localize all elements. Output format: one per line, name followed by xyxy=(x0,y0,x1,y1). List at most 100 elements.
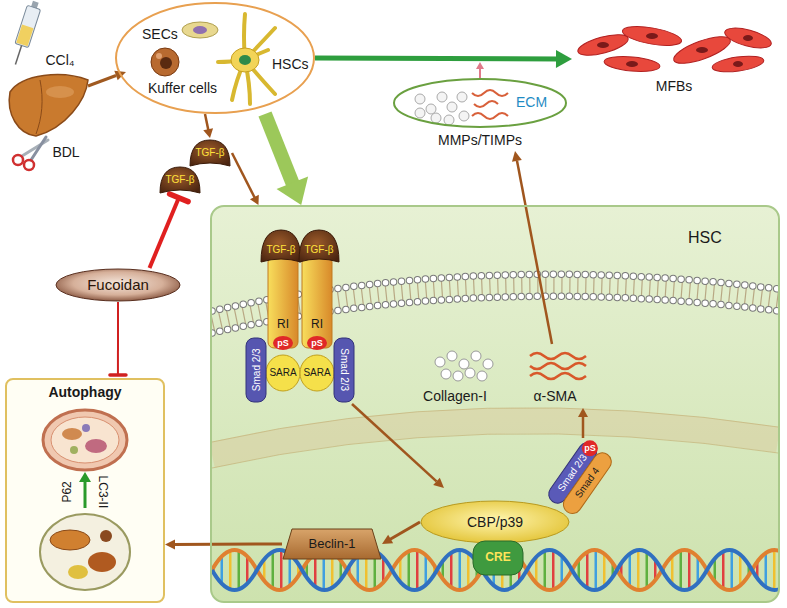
text-slot: SARA xyxy=(269,367,296,379)
circle-part xyxy=(471,351,481,361)
text-slot: MMPs/TIMPs xyxy=(438,132,522,148)
connector-line xyxy=(173,543,282,546)
connector-line xyxy=(315,56,559,62)
connector xyxy=(150,194,189,268)
path-part xyxy=(474,101,498,107)
circle-part xyxy=(457,92,467,102)
line-part xyxy=(15,45,21,64)
figure-label: RI xyxy=(277,318,289,332)
autophagy-box: Autophagy xyxy=(5,378,165,603)
figure-label: CCl₄ xyxy=(45,52,74,68)
circle-part xyxy=(477,371,487,381)
text-slot: Smad 2/3 xyxy=(338,349,350,392)
polygon-part xyxy=(578,408,588,417)
circle-part xyxy=(447,102,457,112)
circle-part xyxy=(582,440,598,456)
path-part xyxy=(299,230,339,262)
text-slot: TGF-β xyxy=(266,244,295,256)
figure-label: Smad 2/3 xyxy=(250,349,262,392)
rect-part xyxy=(246,338,266,402)
circle-part xyxy=(100,530,112,542)
ellipse-part xyxy=(239,55,251,65)
figure-label: α-SMA xyxy=(533,388,576,404)
circle-part xyxy=(437,92,447,102)
ecm-fibers xyxy=(472,90,508,119)
ellipse-part xyxy=(266,355,300,391)
ellipse-part xyxy=(273,336,293,350)
polygon-part xyxy=(433,478,444,488)
ellipse-part xyxy=(231,48,259,72)
figure-label: TGF-β xyxy=(304,244,333,256)
text-slot: CRE xyxy=(485,551,510,565)
node-label: SECs xyxy=(142,26,178,42)
ellipse-part xyxy=(62,428,82,440)
node-label: CRE xyxy=(485,551,510,565)
node-label: Kuffer cells xyxy=(148,80,217,96)
figure-label: Collagen-I xyxy=(423,388,487,404)
line-part xyxy=(517,161,552,344)
line-part xyxy=(479,68,481,79)
myofibroblast-nuclei xyxy=(597,33,753,67)
figure-label: pS xyxy=(277,338,289,348)
ellipse-part xyxy=(696,47,708,53)
ellipse-part xyxy=(733,61,743,67)
polygon-part xyxy=(512,151,522,162)
beclin-shape xyxy=(283,529,381,559)
line-part xyxy=(31,137,46,160)
ellipse-part xyxy=(576,31,630,60)
text-slot: Fucoidan xyxy=(87,276,149,293)
text-slot: Autophagy xyxy=(48,384,121,400)
text-slot: CBP/p39 xyxy=(467,514,523,530)
arrow-head xyxy=(250,195,259,205)
connector xyxy=(315,50,572,68)
oval-outline xyxy=(116,3,314,113)
cell-body xyxy=(211,206,779,602)
fucoidan-shape xyxy=(56,269,180,301)
text-slot: TGF-β xyxy=(195,147,224,159)
fucoidan-ellipse: Fucoidan xyxy=(55,268,181,302)
path-part xyxy=(212,408,778,442)
figure-label: RI xyxy=(311,318,323,332)
path-part xyxy=(472,90,508,96)
line-part xyxy=(84,480,87,508)
cre-shape xyxy=(473,541,523,575)
connector-line xyxy=(232,153,255,199)
syringe xyxy=(9,0,43,67)
path-part xyxy=(36,80,42,134)
beclin-1-block: Beclin-1 xyxy=(282,528,382,560)
figure-label: BDL xyxy=(52,144,79,160)
ellipse-part xyxy=(85,439,107,453)
text-slot: HSCs xyxy=(272,56,309,72)
circle-part xyxy=(426,104,436,114)
node-label: CBP/p39 xyxy=(467,514,523,530)
myofibroblast-cells xyxy=(576,23,773,75)
path-part xyxy=(472,113,508,119)
node-label: MMPs/TIMPs xyxy=(438,132,522,148)
path-part xyxy=(530,353,586,359)
circle-part xyxy=(160,57,172,69)
cbp-shape xyxy=(421,501,569,543)
circle-part xyxy=(431,113,441,123)
connector xyxy=(203,114,213,138)
g-part xyxy=(218,14,275,104)
ellipse-part xyxy=(603,55,660,74)
node-label: Beclin-1 xyxy=(309,537,356,552)
autophagosome xyxy=(43,410,127,470)
circle-part xyxy=(13,155,23,165)
node-label: TGF-β xyxy=(195,147,224,159)
rect-part xyxy=(15,5,41,47)
circle-part xyxy=(156,53,162,59)
text-slot: Collagen-I xyxy=(423,388,487,404)
connector-line xyxy=(265,114,294,187)
circle-part xyxy=(70,446,78,454)
figure-label: Smad 2/3 xyxy=(338,349,350,392)
text-slot: LC3-II xyxy=(95,476,109,509)
ecm-oval: ECMMMPs/TIMPs xyxy=(392,78,568,150)
ellipse-part xyxy=(51,417,119,463)
line-part xyxy=(352,404,437,481)
path-part xyxy=(530,373,586,379)
cargo-cluster xyxy=(40,514,130,590)
ecm-outline xyxy=(394,79,566,127)
connector xyxy=(382,522,420,544)
